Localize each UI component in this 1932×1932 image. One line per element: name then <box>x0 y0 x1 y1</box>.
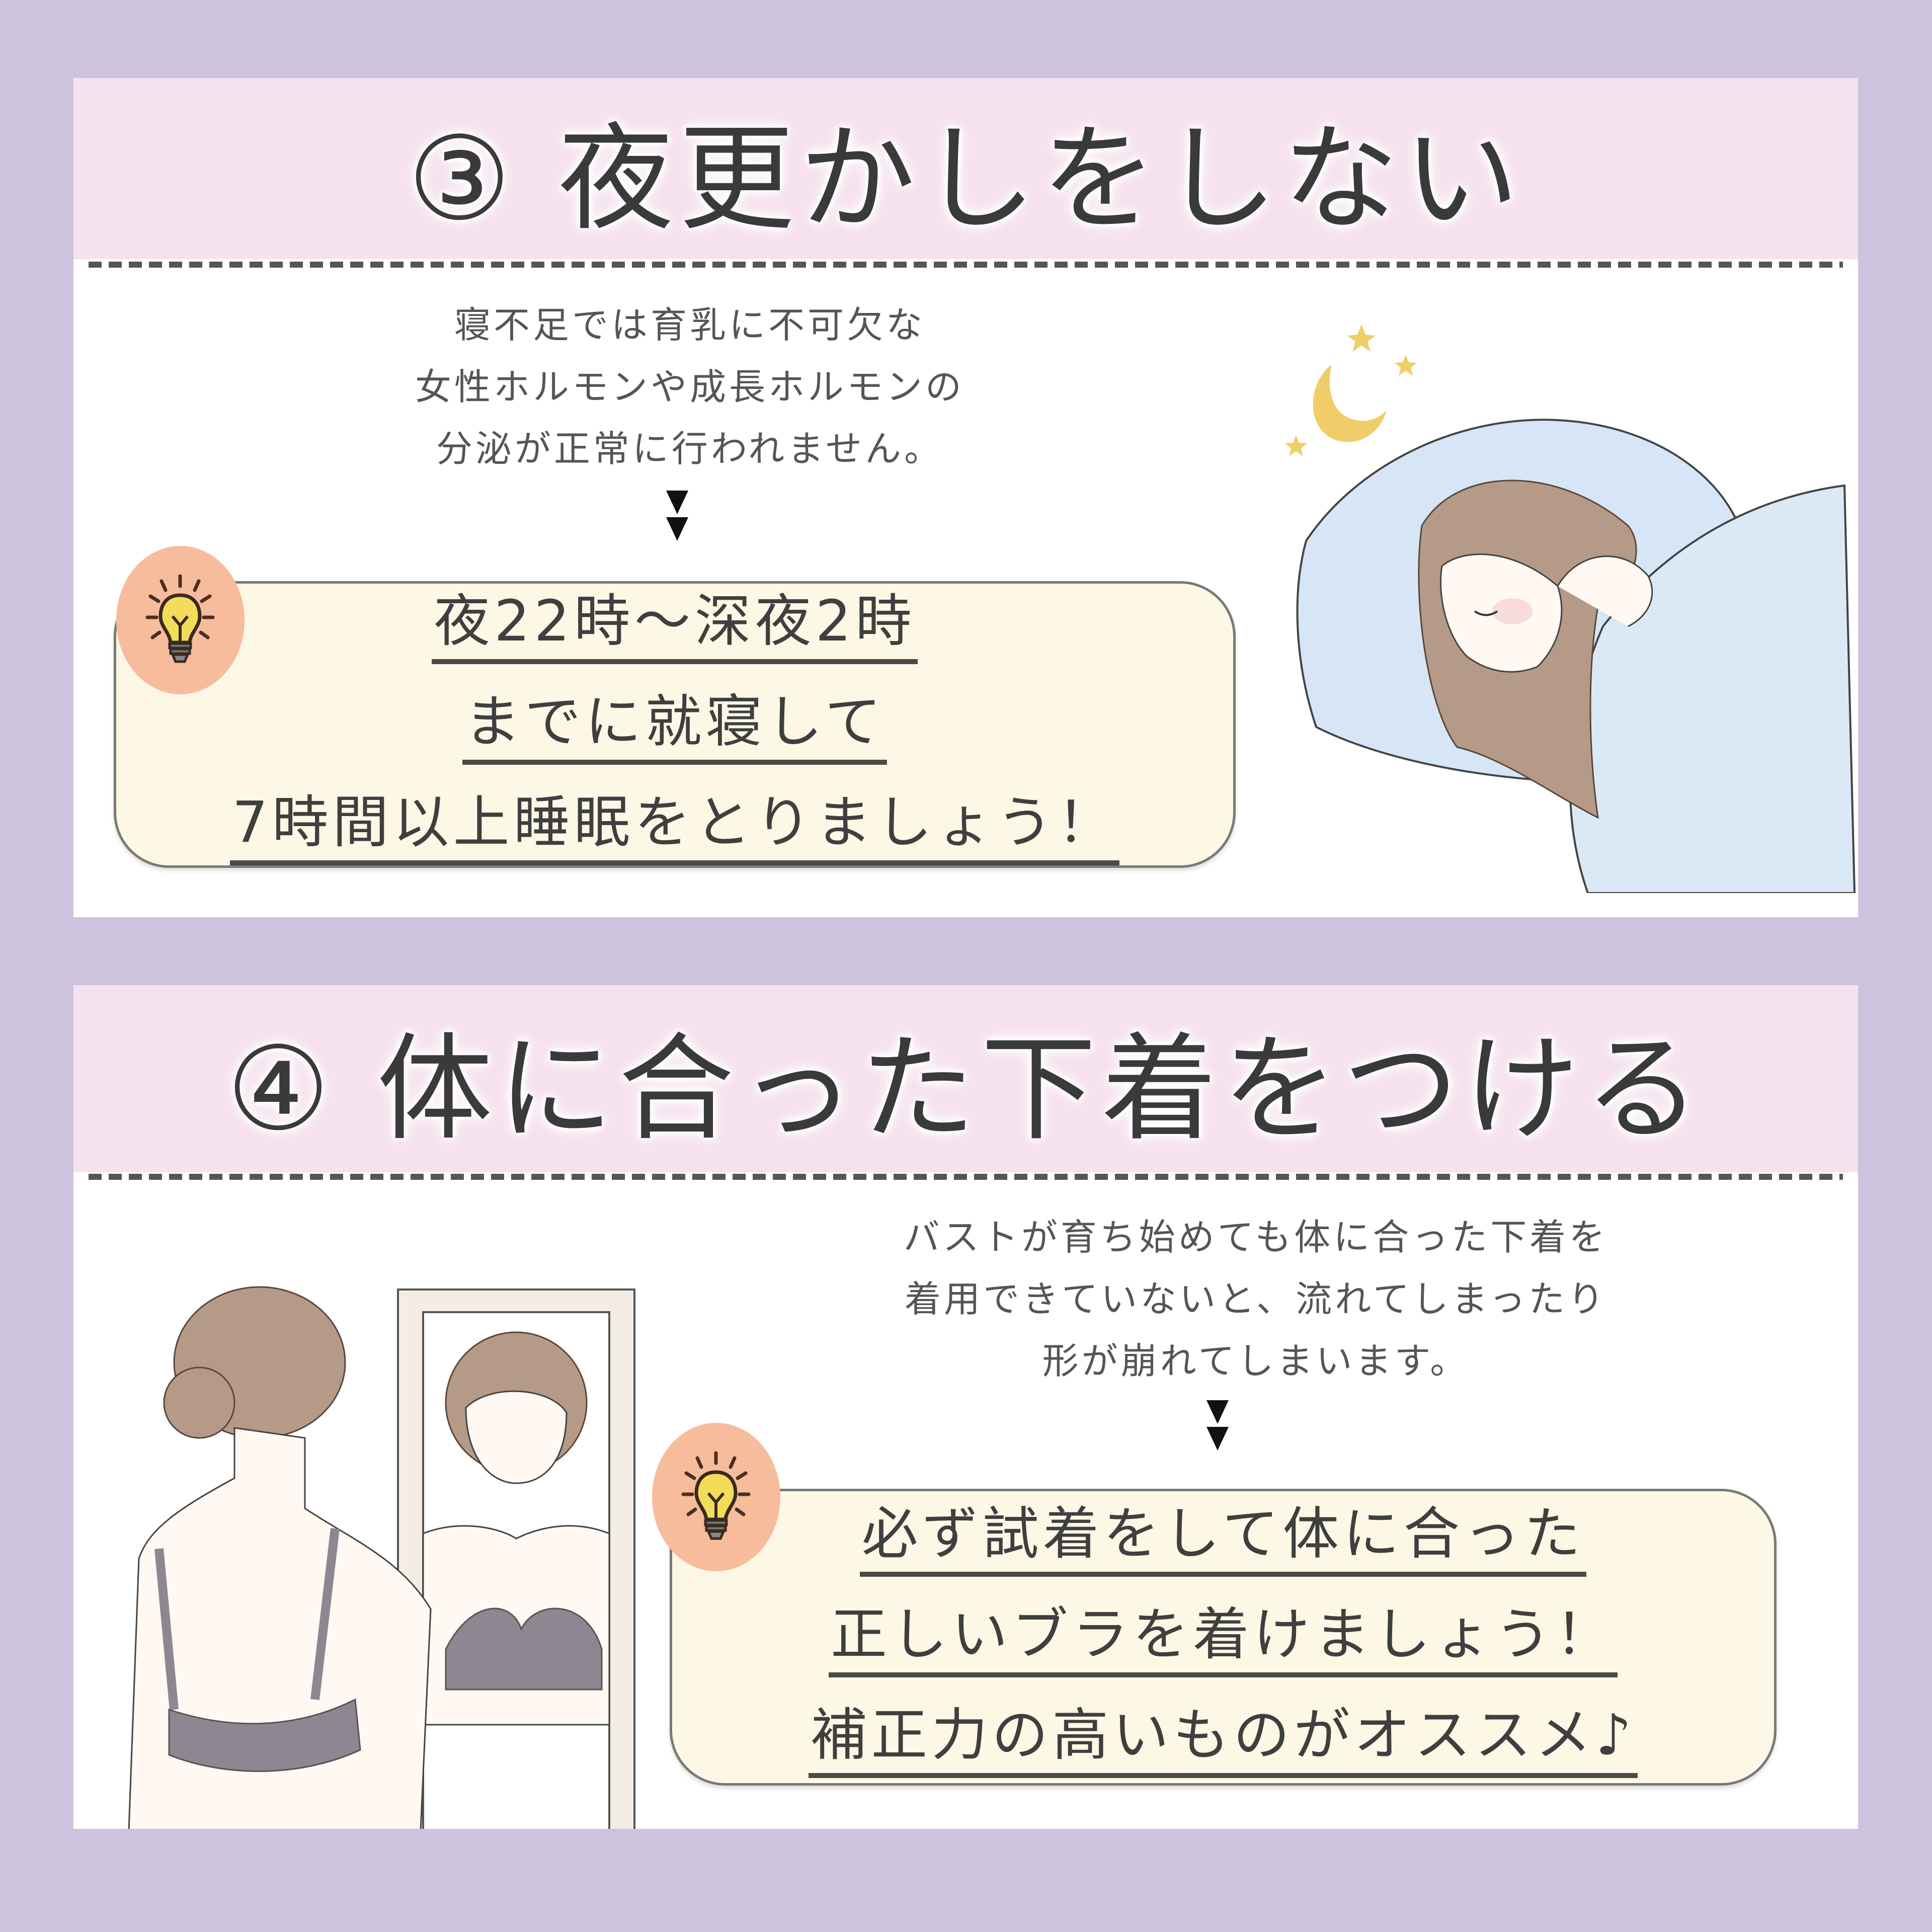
tip-line: 夜22時〜深夜2時 <box>432 584 918 664</box>
section-fitted-underwear: ④ 体に合った下着をつける バストが育ち始めても体に合った下着を 着用できていな… <box>73 985 1858 1829</box>
title-band: ③ 夜更かしをしない <box>73 78 1858 259</box>
lightbulb-icon <box>116 546 245 694</box>
section-number: ③ <box>407 112 517 247</box>
section-title-text: 体に合った下着をつける <box>377 1022 1706 1157</box>
tip-line: 正しいブラを着けましょう！ <box>829 1597 1618 1677</box>
woman-mirror-bra-illustration <box>119 1247 672 1829</box>
tip-line: 必ず試着をして体に合った <box>859 1496 1587 1577</box>
dashed-divider <box>89 1174 1843 1180</box>
section-title: ③ 夜更かしをしない <box>408 85 1524 253</box>
section-no-late-nights: ③ 夜更かしをしない 寝不足では育乳に不可欠な 女性ホルモンや成長ホルモンの 分… <box>73 78 1858 917</box>
tip-line: 補正力の高いものがオススメ♪ <box>809 1698 1638 1778</box>
description-line: 形が崩れてしまいます。 <box>1042 1340 1470 1382</box>
description: 寝不足では育乳に不可欠な 女性ホルモンや成長ホルモンの 分泌が正常に行われません… <box>275 294 1105 480</box>
description-line: 着用できていないと、流れてしまったり <box>904 1278 1607 1320</box>
description-line: 女性ホルモンや成長ホルモンの <box>415 366 964 408</box>
title-band: ④ 体に合った下着をつける <box>73 985 1858 1172</box>
dashed-divider <box>89 262 1843 268</box>
section-title-text: 夜更かしをしない <box>558 112 1524 247</box>
section-title: ④ 体に合った下着をつける <box>226 995 1705 1163</box>
description-line: バストが育ち始めても体に合った下着を <box>903 1216 1608 1258</box>
sleeping-woman-illustration <box>1276 314 1858 894</box>
lightbulb-icon <box>652 1423 780 1571</box>
tip-box: 必ず試着をして体に合った 正しいブラを着けましょう！ 補正力の高いものがオススメ… <box>670 1489 1777 1786</box>
tip-line: 7時間以上睡眠をとりましょう！ <box>230 785 1119 865</box>
tip-box: 夜22時〜深夜2時 までに就寝して 7時間以上睡眠をとりましょう！ <box>114 581 1236 868</box>
tip-line: までに就寝して <box>462 684 888 765</box>
double-down-arrow-icon <box>662 488 692 543</box>
description-line: 分泌が正常に行われません。 <box>436 428 944 470</box>
section-number: ④ <box>226 1022 336 1157</box>
double-down-arrow-icon <box>1202 1398 1233 1453</box>
description-line: 寝不足では育乳に不可欠な <box>454 304 925 346</box>
description: バストが育ち始めても体に合った下着を 着用できていないと、流れてしまったり 形が… <box>793 1206 1719 1392</box>
